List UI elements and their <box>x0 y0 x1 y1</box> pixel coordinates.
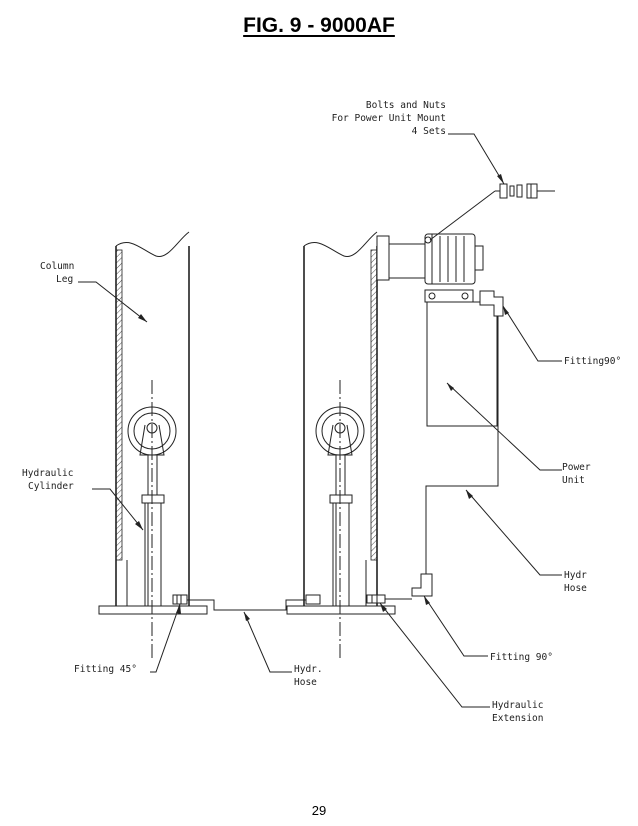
bottom-hose <box>187 599 306 611</box>
label-extension-line1: Hydraulic <box>492 700 543 711</box>
label-column-line2: Leg <box>56 274 73 285</box>
label-power-unit-line2: Unit <box>562 475 585 486</box>
label-bolts-line2: For Power Unit Mount <box>332 113 446 124</box>
label-extension-line2: Extension <box>492 713 543 724</box>
label-power-unit-line1: Power <box>562 462 591 473</box>
label-fitting-45: Fitting 45° <box>74 664 137 675</box>
label-bolts-line1: Bolts and Nuts <box>366 100 446 111</box>
figure-title: FIG. 9 - 9000AF <box>243 14 395 37</box>
label-hose-bottom-line1: Hydr. <box>294 664 323 675</box>
label-column-line1: Column <box>40 261 74 272</box>
label-hose-right-line2: Hose <box>564 583 587 594</box>
right-column <box>286 231 396 660</box>
label-cylinder-line1: Hydraulic <box>22 468 73 479</box>
power-unit <box>376 233 504 600</box>
label-hose-bottom-line2: Hose <box>294 677 317 688</box>
left-column <box>98 231 208 660</box>
label-cylinder-line2: Cylinder <box>28 481 74 492</box>
label-fitting-90-bottom: Fitting 90° <box>490 652 553 663</box>
bolts-and-nuts <box>495 183 555 199</box>
labels: Bolts and Nuts For Power Unit Mount 4 Se… <box>22 100 621 724</box>
page-number: 29 <box>311 803 327 818</box>
leader-lines <box>78 133 562 708</box>
label-hose-right-line1: Hydr <box>564 570 587 581</box>
label-fitting-90-top: Fitting90° <box>564 356 621 367</box>
label-bolts-line3: 4 Sets <box>412 126 446 137</box>
